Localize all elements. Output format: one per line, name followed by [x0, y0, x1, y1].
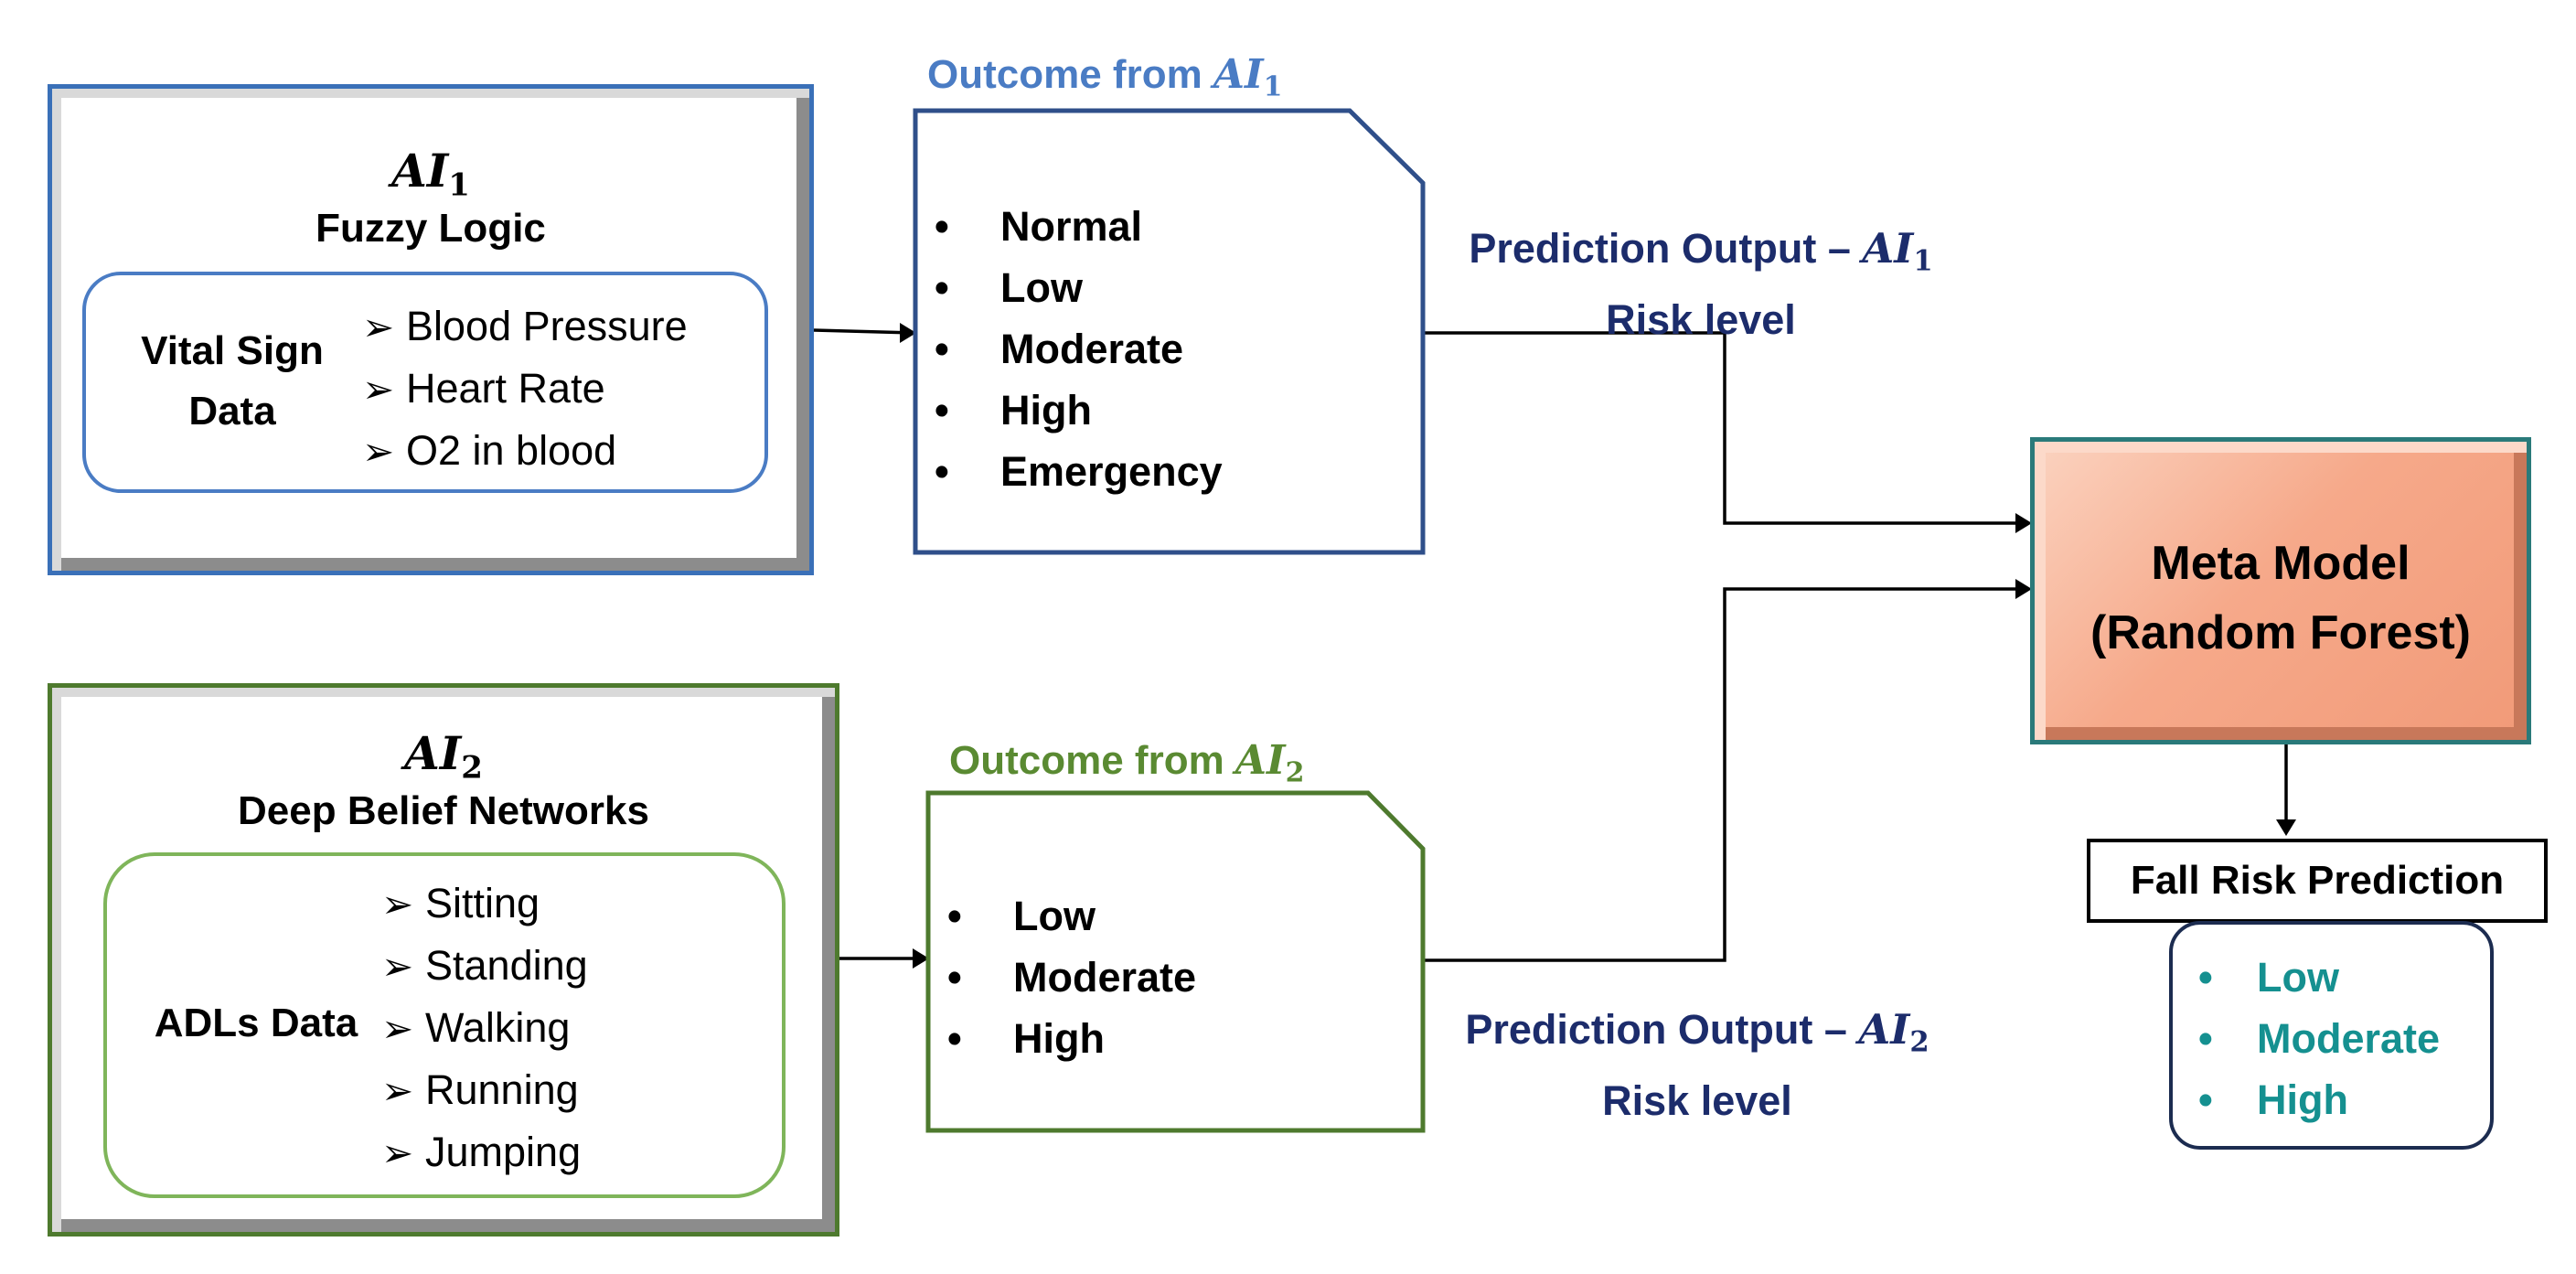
fall-risk-prediction-title: Fall Risk Prediction	[2087, 839, 2548, 923]
arrow-bullet-icon: ➢	[381, 1131, 414, 1174]
feature-item: ➢O2 in blood	[362, 420, 688, 482]
feature-item: ➢Jumping	[381, 1121, 588, 1183]
feature-item: ➢Running	[381, 1059, 588, 1121]
adls-data-label: ADLs Data	[154, 1001, 358, 1045]
feature-item: ➢Heart Rate	[362, 358, 688, 420]
outcome-item: •High	[935, 387, 1092, 434]
fall-risk-levels-box: •Low •Moderate •High	[2169, 921, 2494, 1150]
arrow-prediction2-to-meta	[1417, 579, 2032, 962]
outcome1-card-shape	[913, 108, 1426, 555]
outcome2-list: •Low •Moderate •High	[947, 885, 1196, 1069]
outcome2-card-shape	[925, 790, 1426, 1133]
ai1-title: AI1	[391, 144, 470, 204]
prediction1-label: Prediction Output – AI1 Risk level	[1469, 224, 1933, 343]
fall-risk-levels-list: •Low •Moderate •High	[2198, 947, 2440, 1130]
vital-sign-data-box: Vital Sign Data ➢Blood Pressure ➢Heart R…	[82, 272, 768, 493]
arrow-bullet-icon: ➢	[362, 430, 395, 473]
outcome2-title: Outcome from AI2	[949, 737, 1305, 789]
ai2-model-box: AI2 Deep Belief Networks ADLs Data ➢Sitt…	[48, 683, 839, 1237]
arrow-ai1-to-outcome1	[813, 323, 916, 343]
feature-item: ➢Walking	[381, 997, 588, 1059]
outcome-item: •Low	[935, 264, 1083, 311]
adls-feature-list: ➢Sitting ➢Standing ➢Walking ➢Running ➢Ju…	[381, 873, 588, 1183]
outcome1-card: •Normal •Low •Moderate •High •Emergency	[913, 108, 1427, 556]
adls-data-box: ADLs Data ➢Sitting ➢Standing ➢Walking ➢R…	[103, 852, 786, 1198]
feature-item: ➢Sitting	[381, 873, 588, 935]
prediction2-label: Prediction Output – AI2 Risk level	[1465, 1005, 1929, 1124]
arrow-bullet-icon: ➢	[362, 305, 395, 348]
meta-model-box: Meta Model (Random Forest)	[2030, 437, 2531, 744]
outcome-item: •Normal	[935, 203, 1143, 250]
outcome-item: •Moderate	[935, 326, 1184, 372]
vital-sign-data-label: Vital Sign Data	[141, 328, 324, 434]
ai1-method-name: Fuzzy Logic	[315, 206, 546, 251]
outcome1-title: Outcome from AI1	[927, 51, 1283, 103]
outcome-item: •High	[947, 1015, 1105, 1062]
arrow-ai2-to-outcome2	[839, 948, 929, 969]
feature-item: ➢Blood Pressure	[362, 295, 688, 358]
outcome1-list: •Normal •Low •Moderate •High •Emergency	[935, 196, 1223, 502]
arrow-bullet-icon: ➢	[381, 1069, 414, 1112]
arrow-bullet-icon: ➢	[381, 1007, 414, 1050]
risk-level-item: •High	[2198, 1076, 2348, 1123]
vital-sign-feature-list: ➢Blood Pressure ➢Heart Rate ➢O2 in blood	[362, 295, 688, 482]
arrow-prediction1-to-meta	[1423, 331, 2032, 533]
arrow-bullet-icon: ➢	[381, 883, 414, 926]
outcome-item: •Moderate	[947, 954, 1197, 1001]
ai1-model-box: AI1 Fuzzy Logic Vital Sign Data ➢Blood P…	[48, 84, 814, 575]
ai2-title: AI2	[404, 726, 483, 787]
ai2-method-name: Deep Belief Networks	[238, 788, 649, 833]
meta-model-label: Meta Model (Random Forest)	[2090, 537, 2471, 659]
arrow-bullet-icon: ➢	[381, 945, 414, 988]
risk-level-item: •Low	[2198, 954, 2339, 1001]
feature-item: ➢Standing	[381, 935, 588, 997]
risk-level-item: •Moderate	[2198, 1015, 2441, 1062]
outcome-item: •Low	[947, 893, 1096, 939]
outcome-item: •Emergency	[935, 448, 1223, 495]
outcome2-card: •Low •Moderate •High	[925, 790, 1427, 1134]
arrow-bullet-icon: ➢	[362, 368, 395, 411]
arrow-meta-to-fall-risk	[2276, 744, 2296, 836]
